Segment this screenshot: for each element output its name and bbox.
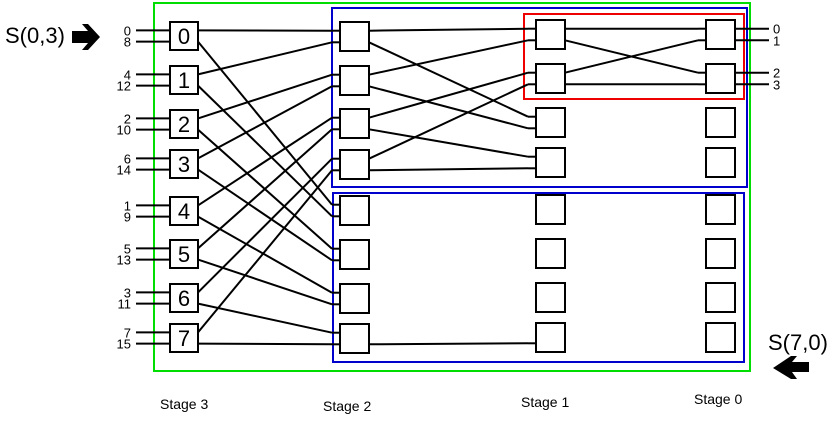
wire-stage3-to-stage2: [197, 169, 333, 334]
switch-stage2-5: [339, 239, 370, 270]
switch-stage2-6: [339, 283, 370, 314]
switch-stage3-5: [169, 239, 199, 269]
switch-stage0-1: [705, 63, 736, 94]
switch-stage1-4: [535, 194, 566, 225]
wire-stage1-to-stage0: [564, 39, 699, 74]
switch-label: 0: [178, 24, 190, 49]
switch-label: 4: [178, 199, 190, 224]
output-label: 3: [773, 77, 780, 92]
wire-stage2-to-stage1: [368, 71, 529, 119]
switch-stage1-1: [535, 63, 566, 94]
wire-stage3-to-stage2: [197, 84, 333, 218]
right-arrow-icon: [72, 24, 100, 50]
switch-stage2-4: [339, 195, 370, 226]
wire-stage3-to-stage2: [197, 73, 333, 120]
wire-stage3-to-stage2: [197, 116, 333, 207]
switch-stage2-0: [339, 21, 370, 52]
input-label: 1: [124, 198, 131, 213]
input-label: 7: [124, 325, 131, 340]
output-label: 0: [773, 22, 780, 37]
switch-stage1-5: [535, 238, 566, 269]
wire-stage2-to-stage1: [368, 41, 529, 118]
switch-label: 2: [178, 112, 190, 137]
input-label: 13: [117, 253, 131, 268]
input-label: 12: [117, 79, 131, 94]
switch-label: 5: [178, 242, 190, 267]
input-label: 6: [124, 151, 131, 166]
wire-stage3-to-stage2: [197, 168, 333, 262]
wire-stage3-to-stage2: [197, 128, 333, 250]
switch-label: 7: [178, 326, 190, 351]
wire-stage3-to-stage2: [197, 342, 333, 346]
switch-stage2-2: [339, 108, 370, 139]
dest-marker: S(7,0): [768, 330, 828, 355]
switch-stage0-5: [705, 238, 736, 269]
wire-stage3-to-stage2: [197, 85, 333, 160]
switch-stage2-3: [339, 149, 370, 180]
output-label: 1: [773, 33, 780, 48]
output-label: 2: [773, 66, 780, 81]
wire-stage3-to-stage2: [197, 41, 333, 76]
switch-stage1-7: [535, 322, 566, 353]
switch-stage2-7: [339, 323, 370, 354]
switch-stage1-6: [535, 282, 566, 313]
stage-3-label: Stage 3: [160, 396, 209, 412]
input-label: 8: [124, 35, 131, 50]
switch-stage3-4: [169, 196, 199, 226]
upper-subnetwork-box: [331, 7, 748, 188]
switch-stage0-0: [705, 19, 736, 50]
switch-stage0-2: [705, 107, 736, 138]
switch-label: 1: [178, 68, 190, 93]
input-label: 14: [117, 163, 131, 178]
switch-stage3-6: [169, 283, 199, 313]
wire-stage2-to-stage1: [368, 85, 529, 130]
wire-layer: [197, 27, 706, 346]
input-label: 2: [124, 111, 131, 126]
wire-stage3-to-stage2: [197, 302, 333, 334]
switch-stage2-1: [339, 65, 370, 96]
switch-stage1-3: [535, 147, 566, 178]
switch-label: 3: [178, 152, 190, 177]
wire-stage2-to-stage1: [368, 167, 529, 172]
input-label: 10: [117, 123, 131, 138]
outer-network-box: [153, 2, 751, 372]
input-label: 0: [124, 23, 131, 38]
input-label: 15: [117, 337, 131, 352]
switch-layer: 0 1 2 3 4 5 6 7: [169, 19, 736, 354]
input-label: 5: [124, 241, 131, 256]
wire-stage3-to-stage2: [197, 258, 333, 306]
switch-stage1-2: [535, 107, 566, 138]
wire-stage2-to-stage1: [368, 342, 529, 346]
switch-stage3-0: [169, 21, 199, 51]
switch-label: 6: [178, 286, 190, 311]
wire-stage2-to-stage1: [368, 128, 529, 158]
switch-stage0-7: [705, 322, 736, 353]
wire-stage3-to-stage2: [197, 157, 333, 294]
input-label: 3: [124, 285, 131, 300]
stage-0-label: Stage 0: [694, 391, 743, 407]
input-label: 9: [124, 210, 131, 225]
highlight-subnetwork-box: [523, 13, 745, 100]
wire-stage2-to-stage1: [368, 83, 529, 160]
switch-stage0-3: [705, 147, 736, 178]
wire-stage2-to-stage1: [368, 39, 529, 76]
input-label: 4: [124, 67, 131, 82]
lower-subnetwork-box: [332, 192, 745, 363]
stage-1-label: Stage 1: [521, 394, 570, 410]
input-label: 11: [118, 297, 132, 312]
switch-stage3-7: [169, 323, 199, 353]
wire-stage2-to-stage1: [368, 27, 529, 32]
switch-stage3-1: [169, 65, 199, 95]
switch-stage0-4: [705, 194, 736, 225]
stage-2-label: Stage 2: [323, 398, 372, 414]
left-arrow-icon: [773, 356, 809, 379]
source-marker: S(0,3): [5, 23, 65, 48]
switch-stage3-3: [169, 149, 199, 179]
switch-stage3-2: [169, 109, 199, 139]
switch-stage1-0: [535, 19, 566, 50]
switch-stage0-6: [705, 282, 736, 313]
